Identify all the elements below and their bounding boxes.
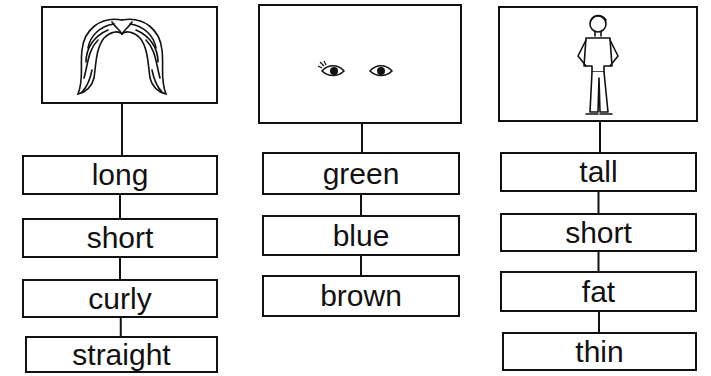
connector-line <box>119 195 121 218</box>
connector-line <box>120 318 122 336</box>
word-box: green <box>262 152 460 195</box>
word-box: long <box>22 155 218 195</box>
stem-line <box>121 103 123 155</box>
word-box: short <box>22 218 218 258</box>
word-label: straight <box>72 339 170 371</box>
word-box: short <box>500 213 697 252</box>
word-box: straight <box>25 336 218 373</box>
hair-drawing <box>78 19 166 94</box>
person-drawing <box>578 16 618 115</box>
word-label: fat <box>582 276 615 308</box>
word-box: thin <box>502 332 697 371</box>
connector-line <box>598 312 600 332</box>
word-box: curly <box>22 279 218 318</box>
word-box: tall <box>500 152 697 192</box>
connector-line <box>360 256 362 275</box>
picture-box <box>259 5 461 123</box>
word-label: thin <box>575 336 623 368</box>
connector-line <box>360 195 362 215</box>
eyes-drawing <box>318 61 392 76</box>
word-label: short <box>565 217 632 249</box>
word-label: long <box>92 159 149 191</box>
stem-line <box>361 123 363 152</box>
word-label: curly <box>88 283 151 315</box>
word-label: blue <box>333 220 390 252</box>
connector-line <box>598 192 600 213</box>
word-label: green <box>323 158 400 190</box>
connector-line <box>598 252 600 271</box>
word-box: brown <box>262 275 460 317</box>
picture-box <box>499 7 697 121</box>
stem-line <box>599 121 601 152</box>
picture-box <box>42 7 217 103</box>
word-box: blue <box>262 215 460 256</box>
connector-line <box>119 258 121 279</box>
word-label: tall <box>579 156 617 188</box>
word-box: fat <box>500 271 697 312</box>
word-label: short <box>87 222 154 254</box>
word-label: brown <box>320 280 402 312</box>
